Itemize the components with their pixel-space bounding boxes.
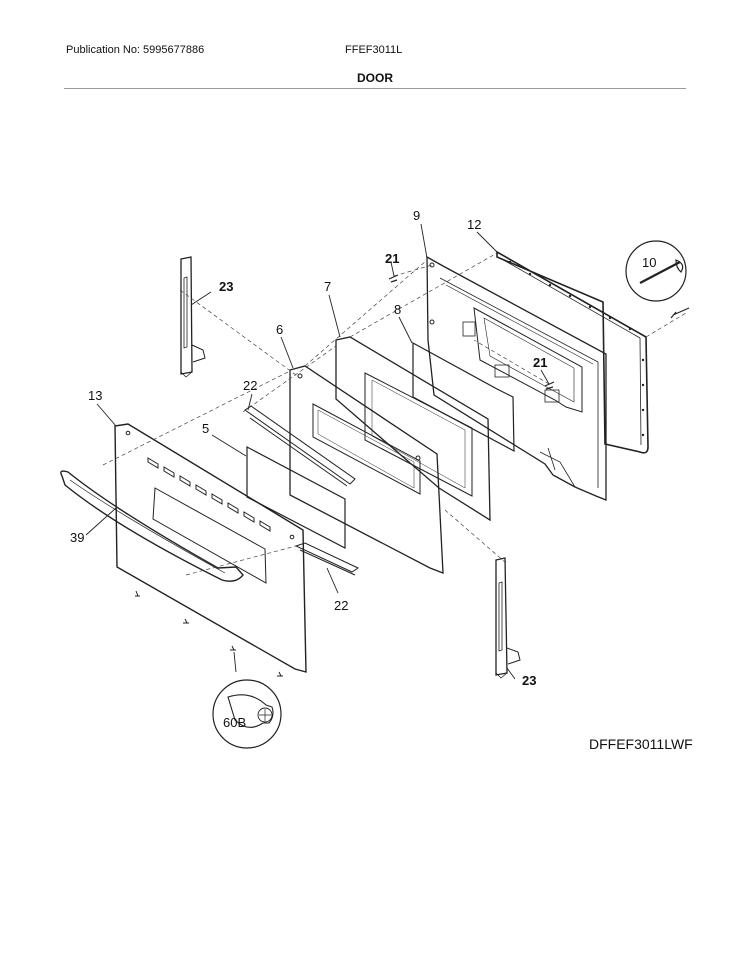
upper-hinge-part [180, 256, 206, 378]
callout-12: 12 [467, 217, 481, 232]
callout-5: 5 [202, 421, 209, 436]
door-gasket-part [496, 250, 649, 454]
screw-21-lower [544, 381, 555, 390]
drawing-code: DFFEF3011LWF [589, 736, 693, 752]
callout-9: 9 [413, 208, 420, 223]
screw-60b-set [135, 590, 283, 677]
callout-7: 7 [324, 279, 331, 294]
page-title: DOOR [357, 71, 393, 85]
callout-bubble-10 [625, 240, 690, 319]
callout-21-upper: 21 [385, 251, 399, 266]
callout-22-upper: 22 [243, 378, 257, 393]
callout-60b: 60B [223, 715, 246, 730]
door-insulation-part [412, 341, 515, 453]
outer-glass-part [246, 446, 346, 549]
screw-21-upper [388, 274, 399, 283]
callout-bubble-60b [212, 679, 282, 749]
model-number: FFEF3011L [345, 44, 403, 56]
publication-number: Publication No: 5995677886 [66, 44, 205, 56]
header-divider [64, 88, 686, 89]
callout-39: 39 [70, 530, 84, 545]
callout-13: 13 [88, 388, 102, 403]
outer-door-panel-part [114, 423, 307, 673]
door-handle-part [60, 470, 244, 582]
lower-channel-part [294, 542, 360, 576]
callout-6: 6 [276, 322, 283, 337]
inner-glass-frame-part [289, 365, 444, 574]
callout-23-upper: 23 [219, 279, 233, 294]
callout-8: 8 [394, 302, 401, 317]
callout-21-lower: 21 [533, 355, 547, 370]
callout-23-lower: 23 [522, 673, 536, 688]
lower-hinge-part [495, 557, 521, 679]
inner-door-liner-part [426, 255, 607, 501]
callout-10: 10 [642, 255, 656, 270]
callout-22-lower: 22 [334, 598, 348, 613]
